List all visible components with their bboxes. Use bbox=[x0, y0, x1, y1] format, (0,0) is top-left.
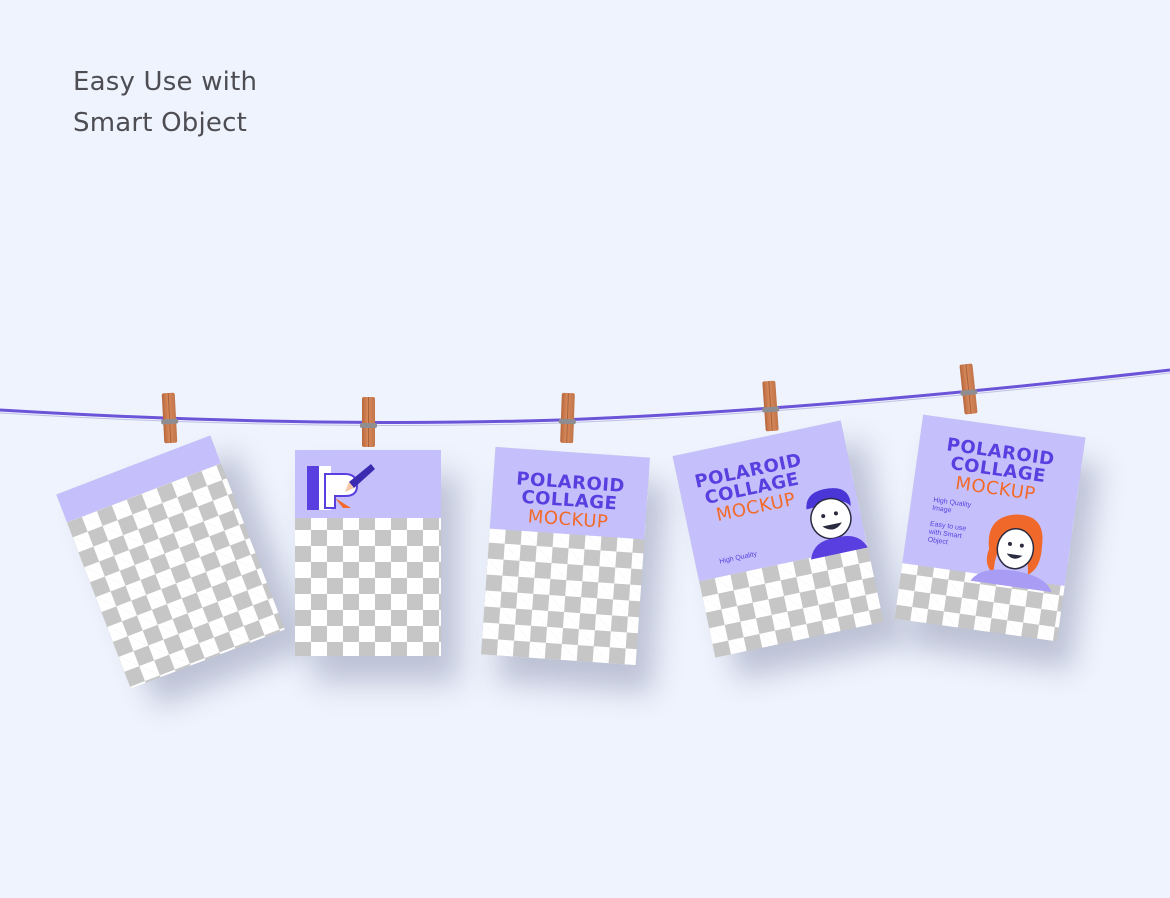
card-header: POLAROID COLLAGE MOCKUP bbox=[489, 446, 651, 540]
clothespin-2 bbox=[360, 397, 377, 447]
polaroid-card-5: POLAROID COLLAGE MOCKUP High Quality Ima… bbox=[894, 414, 1086, 642]
headline: Easy Use with Smart Object bbox=[73, 62, 257, 144]
man-character-icon bbox=[806, 488, 868, 560]
card-note-1: High Quality Image bbox=[931, 496, 972, 515]
headline-line-1: Easy Use with bbox=[73, 67, 258, 97]
polaroid-card-3: POLAROID COLLAGE MOCKUP bbox=[480, 446, 651, 666]
card-header: POLAROID COLLAGE MOCKUP High Quality Ima… bbox=[902, 414, 1086, 593]
card-header: POLAROID COLLAGE MOCKUP High Quality bbox=[672, 420, 868, 582]
polaroid-card-2 bbox=[295, 450, 441, 656]
card-note-2: Easy to use with Smart Object bbox=[927, 520, 967, 547]
logo-pen-icon bbox=[307, 464, 375, 510]
woman-character-icon bbox=[970, 514, 1052, 593]
clothespin-1 bbox=[161, 392, 179, 444]
headline-line-2: Smart Object bbox=[73, 108, 247, 138]
polaroid-card-4: POLAROID COLLAGE MOCKUP High Quality bbox=[672, 420, 884, 658]
clothespin-3 bbox=[558, 392, 576, 444]
card-note: High Quality bbox=[718, 550, 758, 566]
